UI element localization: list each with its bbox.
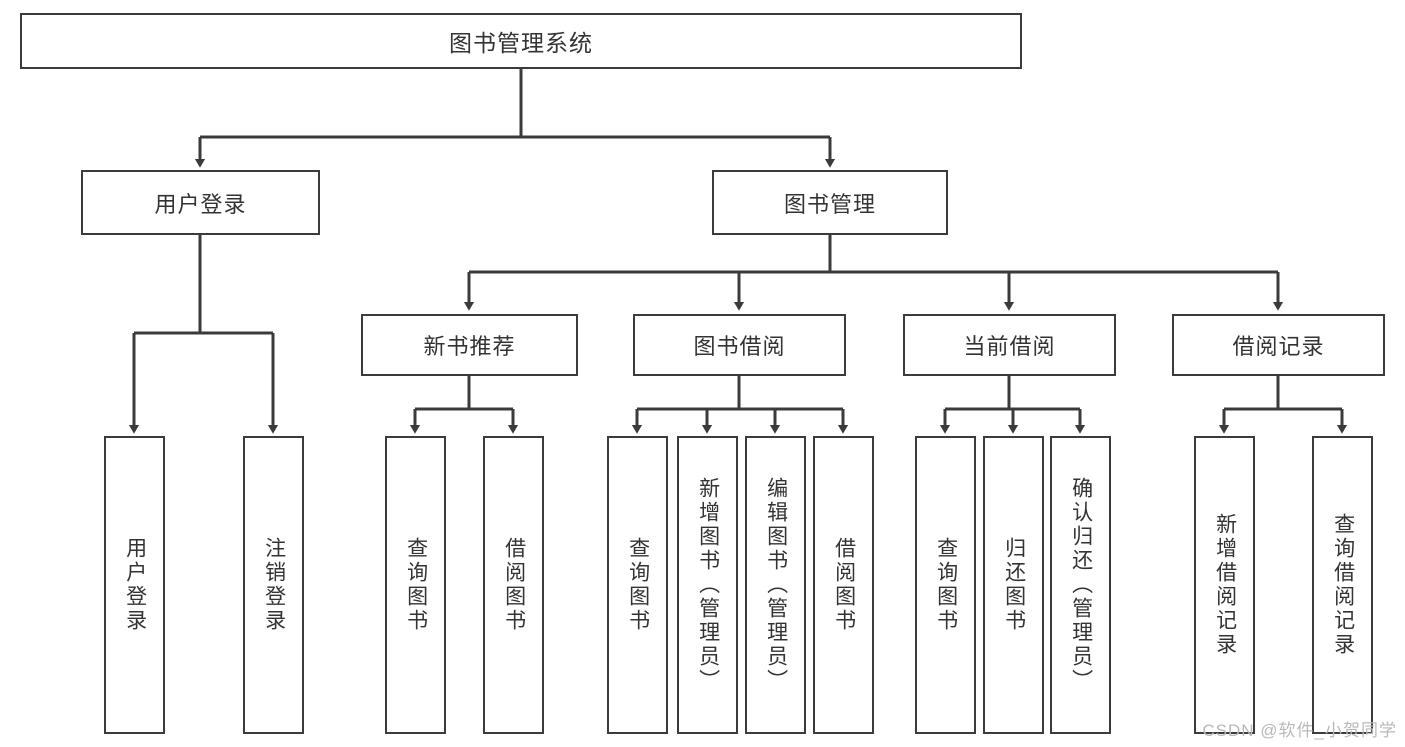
node-book-borrow[interactable]: 图书借阅	[633, 314, 846, 376]
node-label: 查询借阅记录	[1331, 513, 1355, 657]
node-label: 确认归还（管理员）	[1069, 477, 1093, 693]
leaf-borrow-book[interactable]: 借阅图书	[813, 436, 874, 734]
leaf-edit-book-admin[interactable]: 编辑图书（管理员）	[745, 436, 806, 734]
node-label: 新增借阅记录	[1213, 513, 1237, 657]
csdn-watermark: CSDN @软件_小贺同学	[1202, 721, 1397, 740]
node-label: 查询图书	[934, 537, 958, 633]
node-current-borrow[interactable]: 当前借阅	[903, 314, 1116, 376]
node-label: 图书管理	[783, 191, 876, 217]
leaf-query-borrow-record[interactable]: 查询借阅记录	[1312, 436, 1373, 734]
leaf-borrow-book-recommend[interactable]: 借阅图书	[483, 436, 544, 734]
node-label: 当前借阅	[963, 334, 1056, 359]
node-label: 归还图书	[1002, 537, 1026, 633]
node-label: 编辑图书（管理员）	[764, 477, 788, 693]
leaf-query-book-borrow[interactable]: 查询图书	[607, 436, 668, 734]
node-label: 借阅图书	[832, 537, 856, 633]
leaf-add-borrow-record[interactable]: 新增借阅记录	[1194, 436, 1255, 734]
node-book-management[interactable]: 图书管理	[712, 170, 948, 235]
leaf-query-book-current[interactable]: 查询图书	[915, 436, 976, 734]
node-system-root[interactable]: 图书管理系统	[20, 13, 1022, 69]
node-label: 查询图书	[626, 537, 650, 633]
leaf-logout[interactable]: 注销登录	[243, 436, 304, 734]
node-label: 图书管理系统	[449, 30, 593, 56]
node-label: 用户登录	[154, 191, 247, 217]
node-label: 图书借阅	[693, 334, 786, 359]
leaf-return-book[interactable]: 归还图书	[983, 436, 1044, 734]
leaf-add-book-admin[interactable]: 新增图书（管理员）	[677, 436, 738, 734]
node-label: 查询图书	[404, 537, 428, 633]
node-label: 用户登录	[123, 537, 147, 633]
leaf-query-book-recommend[interactable]: 查询图书	[385, 436, 446, 734]
node-label: 借阅图书	[502, 537, 526, 633]
node-label: 注销登录	[262, 537, 286, 633]
node-borrow-record[interactable]: 借阅记录	[1172, 314, 1385, 376]
node-label: 借阅记录	[1232, 334, 1325, 359]
leaf-confirm-return-admin[interactable]: 确认归还（管理员）	[1050, 436, 1111, 734]
node-new-book-recommend[interactable]: 新书推荐	[361, 314, 578, 376]
node-label: 新增图书（管理员）	[696, 477, 720, 693]
node-user-login[interactable]: 用户登录	[81, 170, 320, 235]
node-label: 新书推荐	[423, 334, 516, 359]
leaf-user-login[interactable]: 用户登录	[104, 436, 165, 734]
